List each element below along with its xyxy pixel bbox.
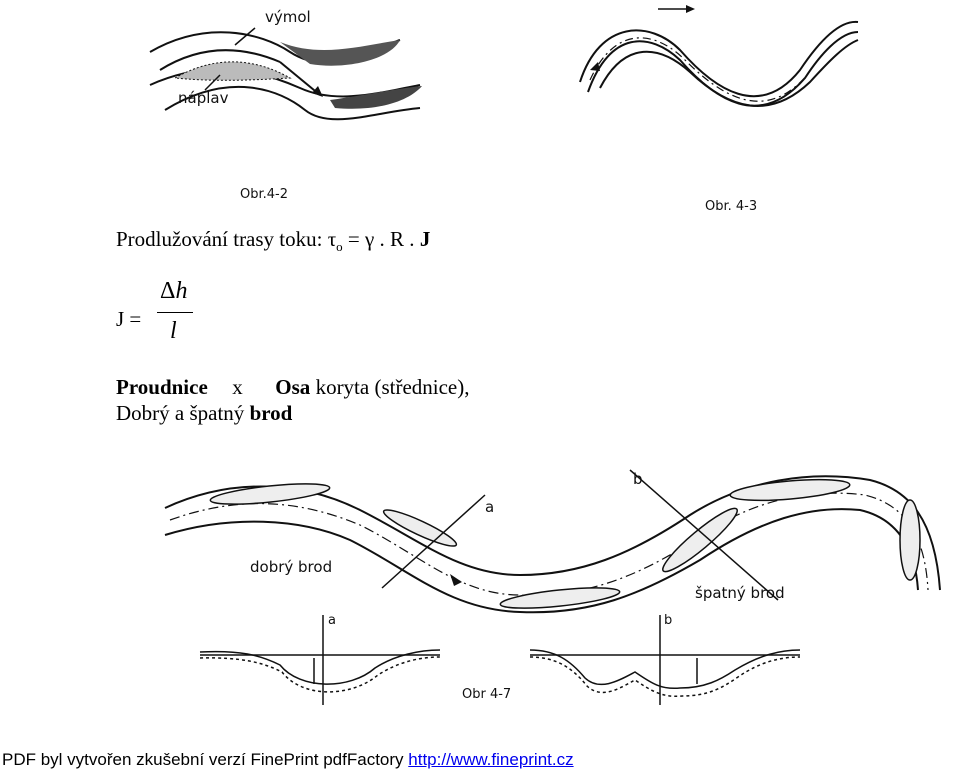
- caption-obr-4-2: Obr.4-2: [240, 187, 288, 202]
- proudnice-term: Proudnice: [116, 375, 208, 399]
- pdf-footer: PDF byl vytvořen zkušební verzí FinePrin…: [2, 750, 574, 770]
- footer-text: PDF byl vytvořen zkušební verzí FinePrin…: [2, 750, 409, 769]
- slope-formula-denominator: l: [170, 318, 177, 344]
- fraction-bar: [157, 312, 193, 313]
- osa-koryta-text: koryta (střednice),: [315, 375, 470, 399]
- label-dobry-brod: dobrý brod: [250, 558, 332, 576]
- fineprint-link[interactable]: http://www.fineprint.cz: [408, 750, 574, 769]
- osa-term: Osa: [275, 375, 311, 399]
- tau-subscript: o: [336, 239, 343, 255]
- trace-extension-text: Prodlužování trasy toku: τ: [116, 227, 337, 251]
- thalweg-line: Proudnice x Osa koryta (střednice),: [116, 375, 470, 400]
- caption-obr-4-7: Obr 4-7: [462, 687, 511, 702]
- label-vymol: výmol: [265, 8, 311, 26]
- caption-obr-4-3: Obr. 4-3: [705, 199, 757, 214]
- slope-symbol: J: [419, 227, 431, 251]
- formula-rhs: = γ . R .: [342, 227, 420, 251]
- label-spatny-brod: špatný brod: [695, 584, 785, 602]
- cross-section-b-label: b: [664, 613, 672, 628]
- trace-extension-line: Prodlužování trasy toku: τo = γ . R . J: [116, 227, 430, 255]
- versus-x: x: [232, 375, 243, 399]
- brod-term: brod: [249, 401, 293, 425]
- ford-line: Dobrý a špatný brod: [116, 401, 292, 426]
- section-label-a: a: [485, 498, 494, 516]
- slope-formula-numerator: Δh: [160, 278, 188, 304]
- cross-section-a-label: a: [328, 613, 336, 628]
- slope-formula-lhs: J =: [116, 307, 142, 331]
- label-naplav: náplav: [178, 89, 229, 107]
- ford-prefix: Dobrý a špatný: [116, 401, 250, 425]
- section-label-b: b: [633, 470, 643, 488]
